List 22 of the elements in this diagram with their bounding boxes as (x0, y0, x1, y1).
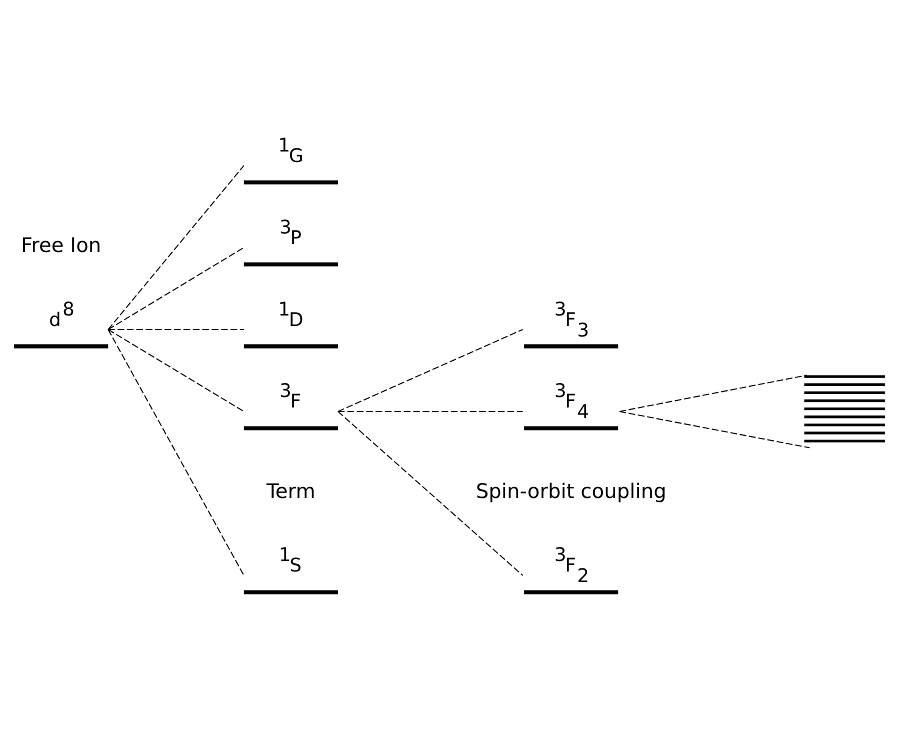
connector (108, 165, 244, 330)
node-box (244, 426, 338, 430)
node-box (244, 262, 338, 266)
connector (108, 328, 244, 330)
connector (108, 329, 244, 412)
node-box (244, 180, 338, 184)
label: Free Ion (21, 233, 102, 258)
connector (338, 329, 523, 412)
connector (619, 410, 810, 448)
label: Spin-orbit coupling (476, 479, 666, 504)
connector (619, 374, 808, 412)
connector (108, 329, 244, 576)
connector (108, 247, 244, 330)
connector (338, 411, 524, 576)
node-box (14, 344, 108, 348)
node-box (244, 590, 338, 594)
label: Term (266, 479, 316, 504)
node-box (244, 344, 338, 348)
node-box (524, 590, 618, 594)
connector (338, 410, 523, 412)
node-box (524, 344, 618, 348)
node-box (524, 426, 618, 430)
